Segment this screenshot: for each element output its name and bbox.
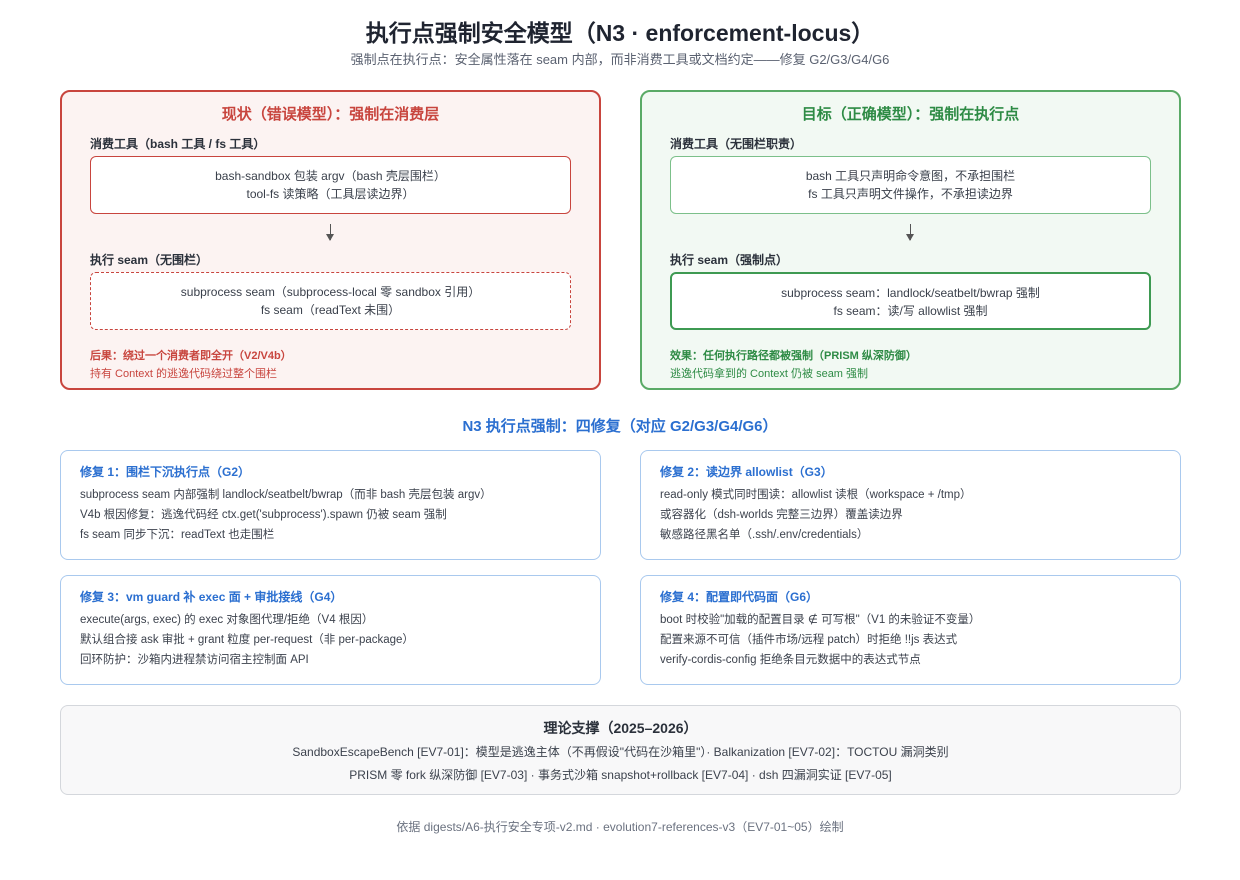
- effect-note: 效果：任何执行路径都被强制（PRISM 纵深防御）: [670, 350, 917, 362]
- fix-card-4: 修复 4：配置即代码面（G6） boot 时校验"加载的配置目录 ∉ 可写根"（…: [640, 575, 1181, 685]
- seam-line: subprocess seam（subprocess-local 零 sandb…: [180, 285, 481, 299]
- seam-box: subprocess seam：landlock/seatbelt/bwrap …: [670, 272, 1151, 330]
- theory-title: 理论支撑（2025–2026）: [543, 720, 698, 736]
- panel-title: 现状（错误模型）：强制在消费层: [221, 106, 440, 123]
- consumer-line: fs 工具只声明文件操作，不承担读边界: [808, 187, 1013, 201]
- arrow-down-icon: [326, 234, 334, 241]
- fix-line: fs seam 同步下沉：readText 也走围栏: [80, 529, 275, 541]
- consequence-note: 后果：绕过一个消费者即全开（V2/V4b）: [90, 350, 292, 362]
- fix-line: execute(args, exec) 的 exec 对象图代理/拒绝（V4 根…: [80, 614, 374, 626]
- theory-line: SandboxEscapeBench [EV7-01]：模型是逃逸主体（不再假设…: [292, 745, 949, 759]
- fix-title: 修复 2：读边界 allowlist（G3）: [660, 465, 833, 479]
- fix-line: 默认组合接 ask 审批 + grant 粒度 per-request（非 pe…: [80, 634, 414, 646]
- fix-line: subprocess seam 内部强制 landlock/seatbelt/b…: [80, 489, 492, 501]
- seam-line: fs seam：读/写 allowlist 强制: [833, 304, 988, 318]
- fix-line: 敏感路径黑名单（.ssh/.env/credentials）: [660, 529, 869, 541]
- seam-label: 执行 seam（强制点）: [670, 253, 789, 267]
- flow-arrow-line: [330, 224, 331, 240]
- consumer-label: 消费工具（无围栏职责）: [670, 137, 803, 151]
- seam-line: subprocess seam：landlock/seatbelt/bwrap …: [781, 286, 1040, 300]
- fix-line: boot 时校验"加载的配置目录 ∉ 可写根"（V1 的未验证不变量）: [660, 614, 981, 626]
- fix-line: V4b 根因修复：逃逸代码经 ctx.get('subprocess').spa…: [80, 509, 447, 521]
- consumer-box: bash 工具只声明命令意图，不承担围栏 fs 工具只声明文件操作，不承担读边界: [670, 156, 1151, 214]
- fix-line: verify-cordis-config 拒绝条目元数据中的表达式节点: [660, 654, 921, 666]
- fixes-heading: N3 执行点强制：四修复（对应 G2/G3/G4/G6）: [462, 418, 778, 435]
- fix-card-2: 修复 2：读边界 allowlist（G3） read-only 模式同时围读：…: [640, 450, 1181, 560]
- fix-title: 修复 3：vm guard 补 exec 面 + 审批接线（G4）: [80, 590, 343, 604]
- fix-card-3: 修复 3：vm guard 补 exec 面 + 审批接线（G4） execut…: [60, 575, 601, 685]
- flow-arrow-line: [910, 224, 911, 240]
- page-subtitle: 强制点在执行点：安全属性落在 seam 内部，而非消费工具或文档约定——修复 G…: [350, 52, 890, 67]
- fix-line: 或容器化（dsh-worlds 完整三边界）覆盖读边界: [660, 509, 903, 521]
- theory-line: PRISM 零 fork 纵深防御 [EV7-03] · 事务式沙箱 snaps…: [349, 768, 892, 782]
- arrow-down-icon: [906, 234, 914, 241]
- page-title: 执行点强制安全模型（N3 · enforcement-locus）: [365, 20, 875, 46]
- consequence-detail: 持有 Context 的逃逸代码绕过整个围栏: [90, 368, 278, 380]
- target-model-panel: 目标（正确模型）：强制在执行点 消费工具（无围栏职责） bash 工具只声明命令…: [640, 90, 1181, 390]
- seam-label: 执行 seam（无围栏）: [90, 253, 209, 267]
- consumer-line: bash 工具只声明命令意图，不承担围栏: [805, 169, 1016, 183]
- fix-card-1: 修复 1：围栏下沉执行点（G2） subprocess seam 内部强制 la…: [60, 450, 601, 560]
- consumer-line: tool-fs 读策略（工具层读边界）: [246, 187, 415, 201]
- fix-title: 修复 1：围栏下沉执行点（G2）: [80, 465, 251, 479]
- fix-line: 配置来源不可信（插件市场/远程 patch）时拒绝 !!js 表达式: [660, 634, 958, 646]
- consumer-line: bash-sandbox 包装 argv（bash 壳层围栏）: [215, 169, 446, 183]
- panel-title: 目标（正确模型）：强制在执行点: [801, 106, 1020, 123]
- consumer-label: 消费工具（bash 工具 / fs 工具）: [90, 137, 266, 151]
- source-footer: 依据 digests/A6-执行安全专项-v2.md · evolution7-…: [396, 820, 844, 834]
- seam-box: subprocess seam（subprocess-local 零 sandb…: [90, 272, 571, 330]
- fix-line: read-only 模式同时围读：allowlist 读根（workspace …: [660, 489, 972, 501]
- consumer-box: bash-sandbox 包装 argv（bash 壳层围栏） tool-fs …: [90, 156, 571, 214]
- seam-line: fs seam（readText 未围）: [260, 303, 401, 317]
- fix-line: 回环防护：沙箱内进程禁访问宿主控制面 API: [80, 654, 309, 666]
- effect-detail: 逃逸代码拿到的 Context 仍被 seam 强制: [670, 368, 869, 380]
- fix-title: 修复 4：配置即代码面（G6）: [660, 590, 819, 604]
- current-model-panel: 现状（错误模型）：强制在消费层 消费工具（bash 工具 / fs 工具） ba…: [60, 90, 601, 390]
- theory-box: 理论支撑（2025–2026） SandboxEscapeBench [EV7-…: [60, 705, 1181, 795]
